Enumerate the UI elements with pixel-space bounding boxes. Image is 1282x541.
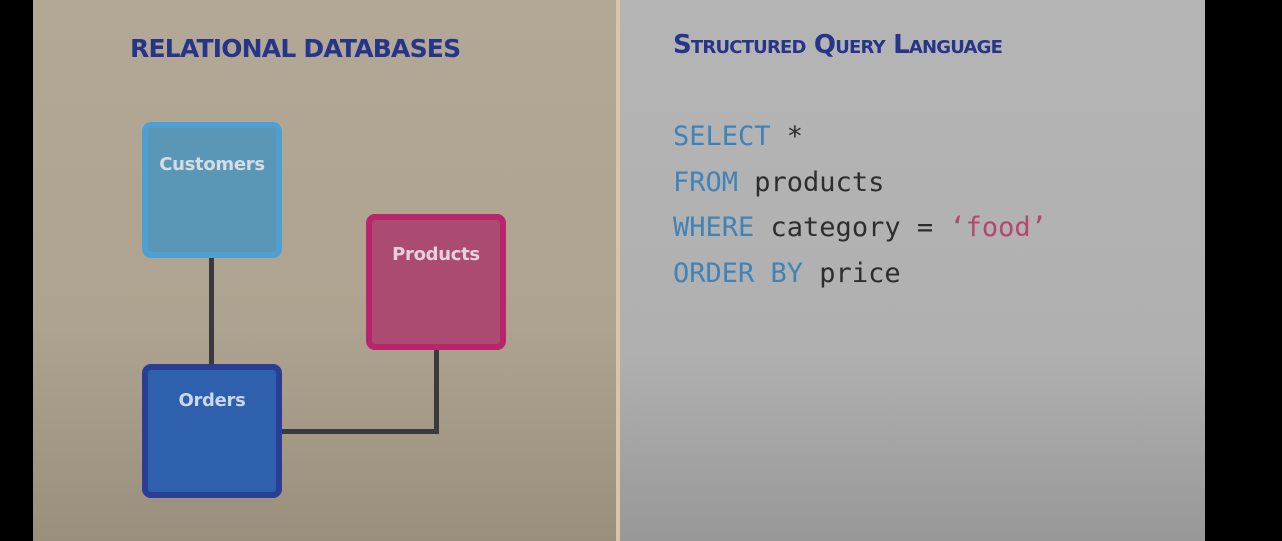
sql-code-line: WHERE category = ‘food’ <box>673 205 1047 251</box>
sql-string-literal: ‘food’ <box>949 212 1047 243</box>
sql-identifier: products <box>738 166 885 198</box>
sql-keyword: SELECT <box>673 121 771 152</box>
customers-table-label: Customers <box>159 154 265 175</box>
sql-code-line: SELECT * <box>673 114 1047 160</box>
customers-orders-connector <box>209 256 214 366</box>
sql-keyword: ORDER BY <box>673 257 804 289</box>
sql-code-line: ORDER BY price <box>673 251 1047 297</box>
sql-code-line: FROM products <box>673 160 1047 206</box>
sql-identifier: category = <box>754 212 950 243</box>
panel-divider <box>616 0 620 541</box>
products-table-label: Products <box>392 244 480 265</box>
orders-products-connector-vertical <box>434 348 439 434</box>
sql-title: Structured Query Language <box>673 30 1003 60</box>
sql-keyword: FROM <box>673 166 739 198</box>
sql-panel <box>620 0 1205 541</box>
sql-identifier: price <box>803 257 901 289</box>
orders-table-box: Orders <box>142 364 282 498</box>
products-table-box: Products <box>366 214 506 350</box>
sql-keyword: WHERE <box>673 212 755 243</box>
relational-databases-panel <box>33 0 616 541</box>
sql-identifier: * <box>770 121 804 152</box>
relational-databases-title: RELATIONAL DATABASES <box>130 34 461 63</box>
orders-products-connector-horizontal <box>280 429 439 434</box>
customers-table-box: Customers <box>142 122 282 258</box>
orders-table-label: Orders <box>178 390 246 411</box>
